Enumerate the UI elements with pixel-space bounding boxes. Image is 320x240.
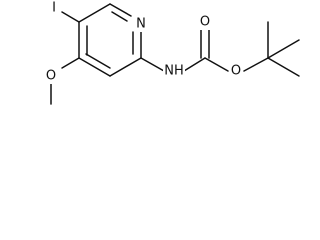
pyridine-ring	[78, 3, 142, 77]
bond-c3-c4-inner	[85, 53, 111, 69]
svg-text:NH: NH	[164, 64, 184, 79]
atom-label-ester-oxygen: O	[229, 63, 243, 79]
bond-c6-n1-double	[109, 3, 132, 17]
svg-text:O: O	[200, 15, 210, 30]
bond-nh-carbonyl-c	[183, 57, 206, 72]
bond-c2-c3	[109, 57, 142, 77]
bond-c3-c4	[78, 57, 111, 77]
svg-text:O: O	[46, 69, 56, 84]
svg-text:O: O	[231, 64, 241, 79]
svg-text:I: I	[52, 1, 56, 16]
chemical-structure-diagram: I N O NH O O	[44, 0, 300, 105]
atom-label-iodine: I	[48, 0, 60, 16]
atom-label-carbonyl-oxygen: O	[198, 14, 212, 30]
bond-tert-c-methyl-right	[267, 39, 300, 59]
bond-carbonyl-c-ester-o	[204, 57, 229, 72]
bond-ester-o-tert-c	[243, 57, 269, 72]
svg-text:N: N	[136, 17, 146, 32]
bond-c4-methoxy-o	[61, 57, 80, 69]
atom-label-ring-nitrogen: N	[134, 16, 148, 32]
atom-label-carbamate-nh: NH	[163, 63, 185, 79]
atom-label-methoxy-oxygen: O	[44, 68, 58, 84]
bond-c5-iodine	[61, 11, 80, 23]
bond-c2-nh	[140, 57, 165, 72]
structure-canvas: I N O NH O O	[0, 0, 320, 108]
bond-c5-c6	[78, 3, 111, 23]
bond-c6-n1-inner	[111, 11, 128, 22]
bond-tert-c-methyl-bottom	[267, 57, 300, 77]
